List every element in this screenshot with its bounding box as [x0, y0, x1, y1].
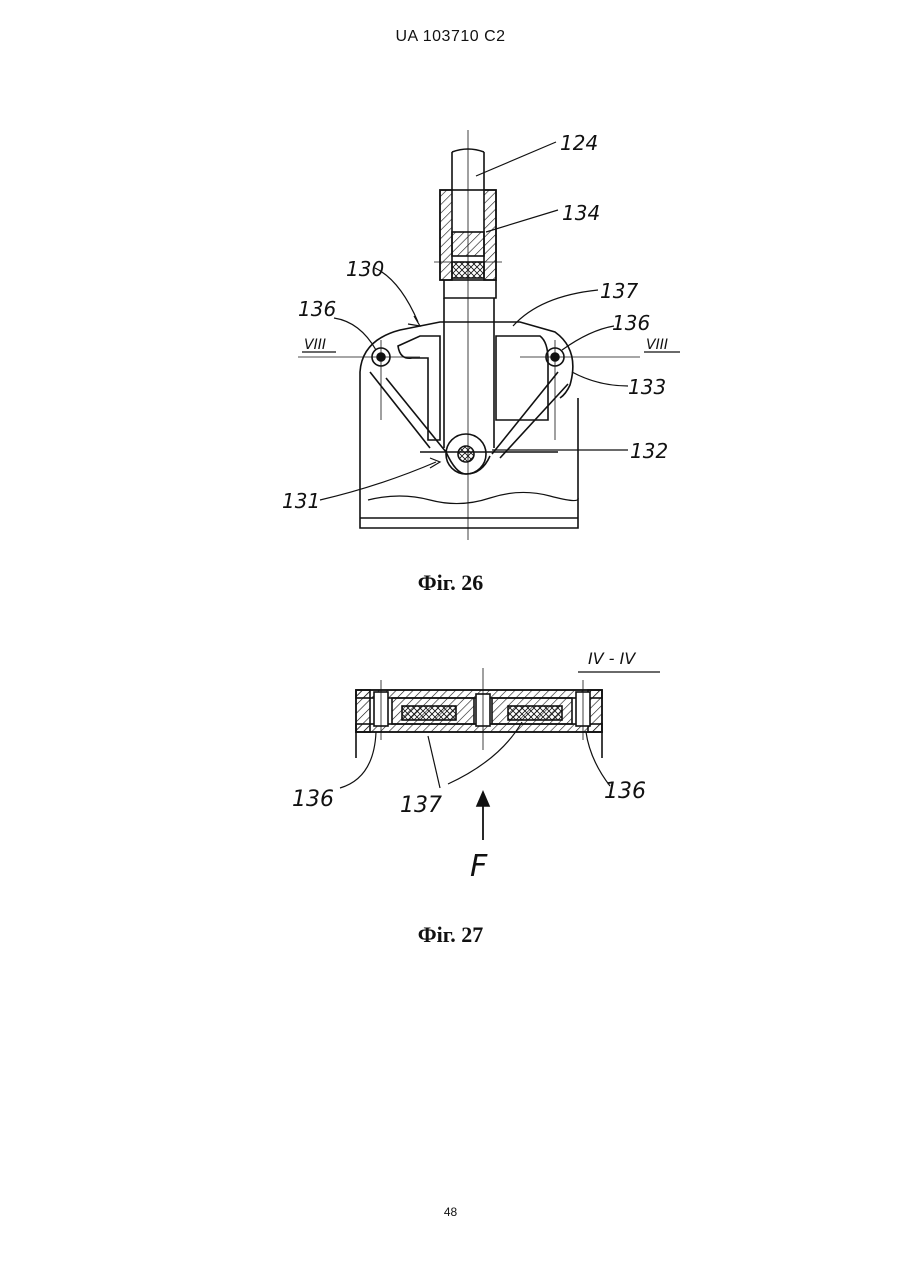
figure-27-drawing — [340, 668, 660, 840]
label-130: 130 — [346, 257, 384, 281]
section-label-right: VIII — [646, 337, 668, 353]
section-label-iv: IV - IV — [588, 649, 636, 668]
label-136-right: 136 — [612, 311, 650, 335]
label-136-left-fig27: 136 — [292, 787, 334, 812]
label-134: 134 — [562, 201, 600, 225]
figure-26-drawing — [298, 130, 680, 540]
label-124: 124 — [560, 131, 598, 155]
label-force-f: F — [470, 849, 488, 884]
label-136-right-fig27: 136 — [604, 779, 646, 804]
label-137: 137 — [600, 279, 638, 303]
section-label-left: VIII — [304, 337, 326, 353]
label-137-fig27: 137 — [400, 793, 442, 818]
figure-26-caption: Фіг. 26 — [0, 570, 901, 596]
figure-27-caption: Фіг. 27 — [0, 922, 901, 948]
label-132: 132 — [630, 439, 668, 463]
label-136-left: 136 — [298, 297, 336, 321]
page-number: 48 — [0, 1205, 901, 1219]
label-131: 131 — [282, 489, 320, 513]
label-133: 133 — [628, 375, 666, 399]
